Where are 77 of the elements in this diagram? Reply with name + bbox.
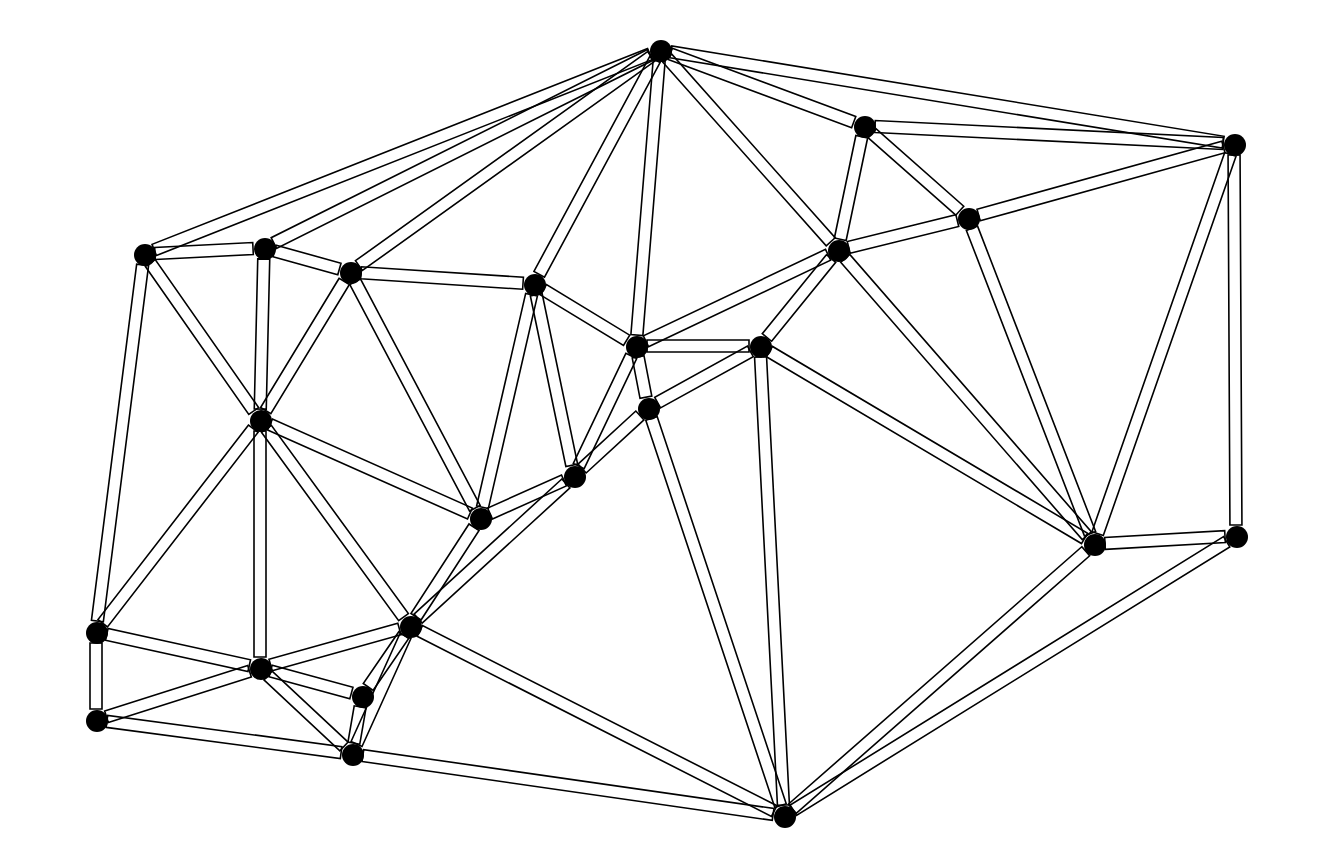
strut-edge [1227, 154, 1243, 526]
strut-edge [475, 292, 539, 510]
vertex-dot [253, 237, 275, 259]
strut-edge [144, 258, 260, 416]
strut-edge [529, 292, 579, 468]
strut-edge [761, 253, 837, 343]
strut-edge [348, 277, 482, 513]
vertex-dot [351, 685, 373, 707]
strut-edge [539, 283, 631, 347]
strut-edge [753, 355, 791, 807]
strut-edge [833, 134, 869, 242]
vertex-dot [339, 261, 361, 283]
strut-edge [873, 119, 1225, 151]
strut-edge [787, 545, 1091, 815]
strut-edge [839, 253, 1093, 541]
strut-edge [270, 48, 654, 250]
strut-edge [486, 473, 568, 521]
strut-edge [846, 213, 960, 255]
strut-edge [272, 244, 342, 276]
vertex-dot [749, 335, 771, 357]
strut-edge [642, 248, 832, 348]
strut-edge [253, 430, 267, 658]
strut-edge [867, 127, 965, 217]
strut-edge [266, 417, 474, 521]
strut-edge [631, 354, 653, 400]
vertex-dot [85, 709, 107, 731]
strut-edge [1103, 529, 1227, 551]
strut-edge [668, 44, 1226, 150]
strut-edge [976, 140, 1226, 222]
strut-edge [104, 627, 252, 673]
strut-edge [151, 47, 653, 257]
strut-edge [412, 477, 572, 625]
strut-edge [89, 642, 103, 710]
vertex-dot [853, 115, 875, 137]
vertex-dot [563, 465, 585, 487]
strut-edge [646, 339, 750, 353]
strut-edge [259, 277, 351, 415]
strut-edge [90, 263, 150, 623]
strut-edge [653, 345, 755, 409]
vertex-dot [133, 243, 155, 265]
strut-edge [260, 424, 410, 622]
strut-edge [361, 748, 775, 822]
strut-edge [350, 632, 412, 748]
vertex-dot [1223, 133, 1245, 155]
strut-edge [409, 522, 481, 622]
strut-edge [644, 415, 788, 809]
strut-edge [268, 664, 354, 700]
vertex-dot [399, 615, 421, 637]
strut-edge [359, 265, 525, 291]
strut-edge [789, 535, 1231, 817]
strut-edge [667, 47, 857, 129]
strut-edge [153, 241, 255, 261]
strut-edge [532, 55, 662, 279]
strut-edge [262, 670, 350, 752]
strut-edge [105, 714, 343, 760]
vertex-dot [649, 39, 671, 61]
strut-edge [354, 50, 656, 272]
vertex-dot [249, 409, 271, 431]
strut-edge [416, 624, 778, 818]
strut-edge [96, 423, 260, 629]
vertex-dot [827, 239, 849, 261]
strut-edge [253, 258, 271, 410]
strut-edge [103, 664, 253, 724]
strut-edge [1090, 151, 1238, 537]
strut-edge [268, 622, 402, 672]
strut-edge [572, 352, 638, 470]
vertex-dot [957, 207, 979, 229]
strut-edge [362, 630, 410, 692]
strut-edge [347, 704, 367, 746]
vertex-dot [523, 273, 545, 295]
vertex-dot [637, 397, 659, 419]
strut-edge [965, 225, 1097, 537]
strut-edge [576, 409, 646, 475]
strut-edge [765, 345, 1089, 545]
strut-edge [630, 59, 666, 337]
strut-edge [661, 53, 837, 247]
vertex-dot [85, 621, 107, 643]
